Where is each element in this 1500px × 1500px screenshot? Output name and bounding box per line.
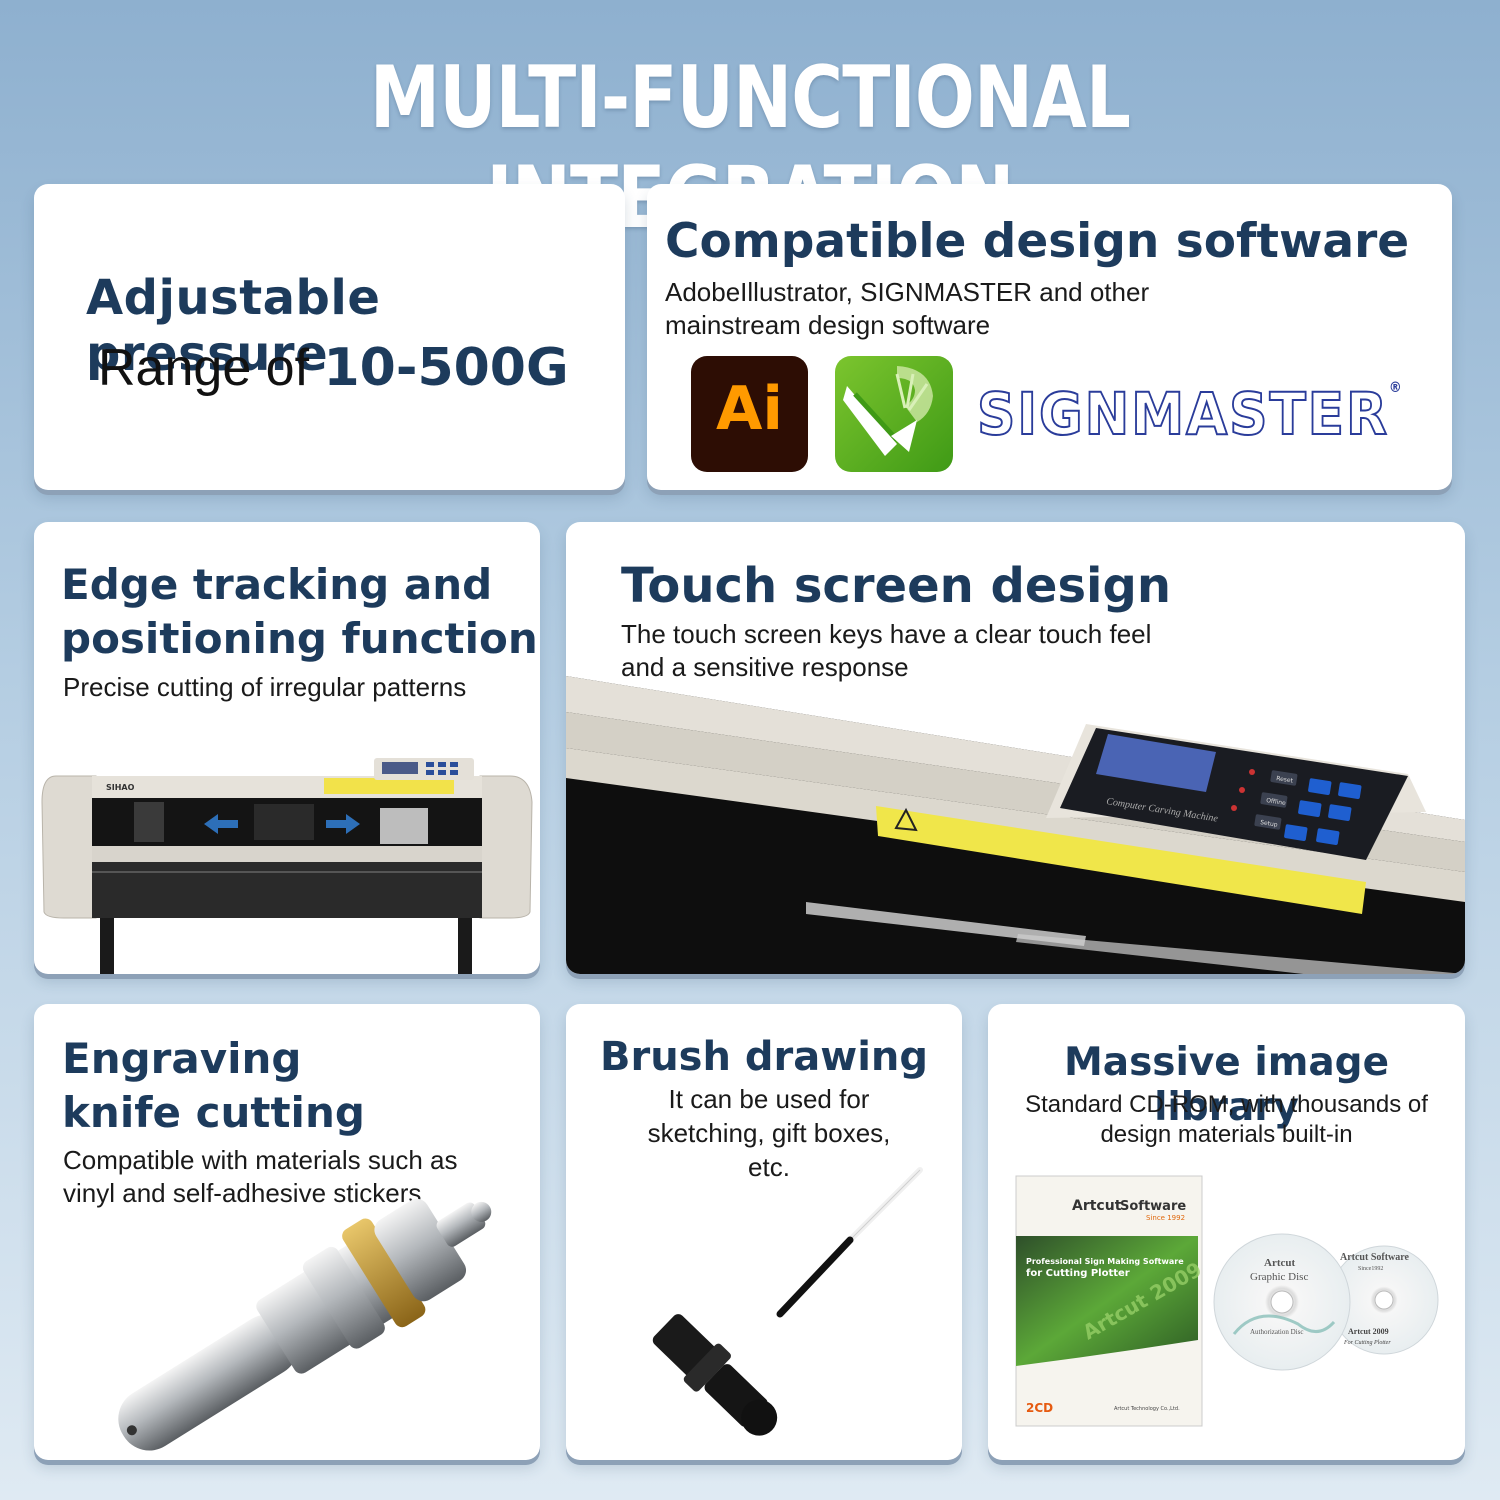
engraving-text-line2: vinyl and self-adhesive stickers [63, 1178, 422, 1208]
disc2-product: Artcut 2009 [1348, 1327, 1389, 1336]
box-tagline2: for Cutting Plotter [1026, 1268, 1130, 1279]
brush-text-line1: It can be used for [668, 1084, 870, 1114]
edge-tracking-card: Edge tracking and positioning function Pr… [34, 522, 540, 974]
edge-heading: Edge tracking and positioning function [61, 558, 538, 666]
box-tagline1: Professional Sign Making Software [1026, 1257, 1184, 1266]
touch-text-line1: The touch screen keys have a clear touch… [621, 619, 1152, 649]
engraving-card: Engraving knife cutting Compatible with m… [34, 1004, 540, 1460]
library-text-line2: design materials built-in [1100, 1121, 1353, 1148]
illustrator-logo: Ai [691, 356, 808, 472]
software-description: AdobeIllustrator, SIGNMASTER and other m… [665, 277, 1150, 340]
registered-mark: ® [1388, 380, 1404, 396]
pressure-range: Range of 10-500G [98, 338, 569, 398]
range-value: 10-500G [323, 338, 569, 398]
box-since: Since 1992 [1146, 1214, 1185, 1222]
touch-heading: Touch screen design [621, 558, 1172, 614]
engraving-heading-line2: knife cutting [62, 1088, 365, 1137]
range-prefix: Range of [98, 339, 324, 397]
software-heading: Compatible design software [665, 214, 1410, 269]
brush-text-line2: sketching, gift boxes, [647, 1118, 891, 1148]
pressure-heading: Adjustable pressure [86, 270, 381, 382]
illustrator-logo-text: Ai [715, 374, 783, 444]
panel-key-label: Reset [1276, 775, 1294, 785]
box-badge: 2CD [1026, 1401, 1053, 1415]
disc1-title2: Graphic Disc [1250, 1271, 1308, 1283]
brush-card: Brush drawing It can be used for sketchin… [566, 1004, 962, 1460]
panel-key-label: Offline [1266, 797, 1287, 807]
brush-description: It can be used for sketching, gift boxes,… [606, 1082, 932, 1184]
engraving-heading: Engraving knife cutting [62, 1032, 365, 1140]
signmaster-logo-text: SIGNMASTER [976, 379, 1389, 449]
library-text-line1: Standard CD-ROM, with thousands of [1025, 1091, 1428, 1118]
pressure-card: Adjustable pressure Range of 10-500G [34, 184, 625, 490]
disc1-title1: Artcut [1264, 1257, 1295, 1269]
engraving-heading-line1: Engraving [62, 1034, 302, 1083]
signmaster-logo: SIGNMASTER® [976, 379, 1404, 449]
touch-text-line2: and a sensitive response [621, 652, 909, 682]
panel-key-label: Setup [1260, 819, 1279, 829]
disc1-sub: Authorization Disc [1250, 1328, 1303, 1336]
edge-heading-line1: Edge tracking and [61, 560, 493, 609]
software-card: Compatible design software AdobeIllustra… [647, 184, 1452, 490]
software-package-image: Artcut Software Since 1992 Professional … [1015, 1175, 1439, 1427]
library-description: Standard CD-ROM, with thousands of design… [998, 1090, 1455, 1150]
box-brand: Artcut [1072, 1198, 1122, 1214]
brush-heading: Brush drawing [599, 1034, 929, 1080]
brush-text-line3: etc. [748, 1152, 790, 1182]
image-library-card: Massive image library Standard CD-ROM, w… [988, 1004, 1465, 1460]
disc2-title: Artcut Software [1340, 1252, 1410, 1263]
engraving-text-line1: Compatible with materials such as [63, 1145, 458, 1175]
library-heading: Massive image library [1063, 1040, 1390, 1130]
coreldraw-icon [843, 366, 933, 456]
knife-holder-image [118, 1198, 492, 1451]
pen-holder-image [652, 1167, 923, 1436]
machine-brand: SIHAO [106, 783, 135, 792]
control-panel-image: Computer Carving Machine ResetOfflineSet… [566, 676, 1465, 974]
edge-heading-line2: positioning function [61, 614, 538, 663]
box-company: Artcut Technology Co.,Ltd. [1114, 1406, 1180, 1412]
edge-description: Precise cutting of irregular patterns [63, 672, 467, 702]
box-brand2: Software [1120, 1199, 1186, 1214]
disc2-since: Since1992 [1358, 1266, 1383, 1272]
coreldraw-logo [835, 356, 953, 472]
disc2-sub: For Cutting Plotter [1343, 1340, 1391, 1346]
touch-description: The touch screen keys have a clear touch… [621, 618, 1151, 684]
cutting-plotter-image: SIHAO [41, 758, 533, 974]
